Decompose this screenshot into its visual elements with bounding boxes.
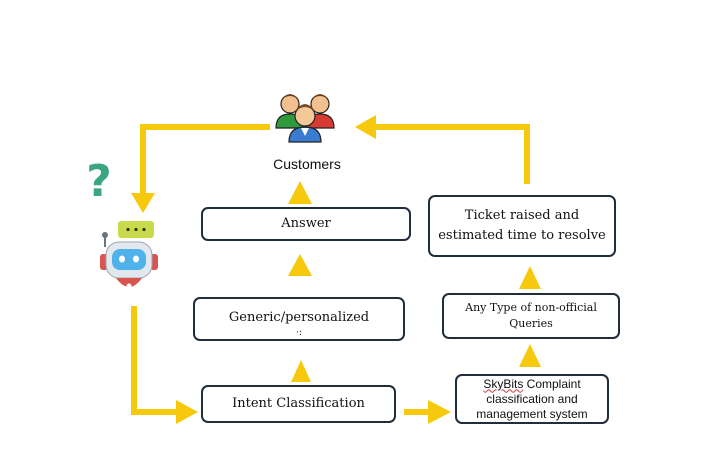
arrow-generic-to-answer	[288, 254, 312, 276]
arrow-intent-to-generic	[291, 360, 311, 382]
question-mark-icon: ?	[86, 156, 112, 207]
chatbot-robot-icon	[100, 221, 158, 289]
customers-label: Customers	[273, 156, 341, 172]
arrow-customers-to-chatbot-head	[131, 193, 155, 213]
answer-label: Answer	[281, 216, 331, 231]
ticket-box: Ticket raised and estimated time to reso…	[428, 195, 616, 257]
skybits-box: SkyBits Complaint classification and man…	[455, 374, 609, 424]
arrow-ticket-to-customers-head	[355, 115, 376, 139]
arrow-customers-to-chatbot	[140, 124, 270, 196]
skybits-label-line1: SkyBits Complaint	[483, 377, 580, 392]
arrow-chatbot-to-intent-head	[176, 400, 198, 424]
generic-label-line2: ·:	[296, 328, 302, 338]
intent-classification-box: Intent Classification	[201, 385, 396, 423]
arrow-skybits-to-queries	[519, 344, 541, 367]
arrow-ticket-to-customers	[374, 124, 530, 184]
arrow-answer-to-customers	[288, 181, 312, 204]
queries-label-line1: Any Type of non-official	[465, 301, 597, 314]
generic-label-line1: Generic/personalized	[228, 310, 370, 325]
people-group-icon	[275, 94, 335, 143]
answer-box: Answer	[201, 207, 411, 241]
skybits-label-line2: classification and	[486, 391, 578, 406]
ticket-label-line1: Ticket raised and	[464, 208, 580, 223]
intent-label: Intent Classification	[232, 396, 365, 411]
arrow-queries-to-ticket	[519, 266, 541, 289]
skybits-label-line3: management system	[476, 406, 588, 421]
queries-label-line2: Queries	[509, 317, 553, 330]
flow-arrows	[131, 115, 541, 424]
skybits-line1-rest: Complaint	[523, 376, 581, 391]
arrow-intent-to-skybits-head	[428, 400, 451, 424]
arrow-chatbot-to-intent	[131, 306, 178, 415]
skybits-brand: SkyBits	[483, 376, 524, 391]
queries-box: Any Type of non-official Queries	[442, 293, 620, 339]
generic-personalized-box: Generic/personalized ·:	[193, 297, 405, 341]
ticket-label-line2: estimated time to resolve	[438, 228, 606, 243]
